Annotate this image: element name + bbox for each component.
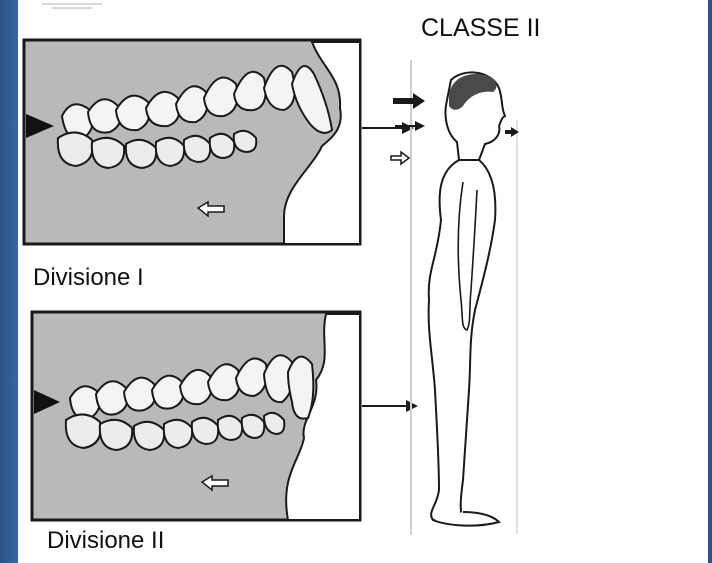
division-two-label: Divisione II <box>47 527 164 555</box>
human-profile-figure <box>367 60 527 535</box>
classe-title: CLASSE II <box>421 14 541 43</box>
scan-header-fragment <box>22 0 142 12</box>
right-arrow-icon <box>393 93 425 109</box>
division-one-occlusion-panel <box>22 38 362 246</box>
division-one-label: Divisione I <box>33 264 144 292</box>
body <box>429 160 496 522</box>
right-arrow-icon <box>391 152 409 164</box>
division-two-occlusion-panel <box>30 310 362 522</box>
